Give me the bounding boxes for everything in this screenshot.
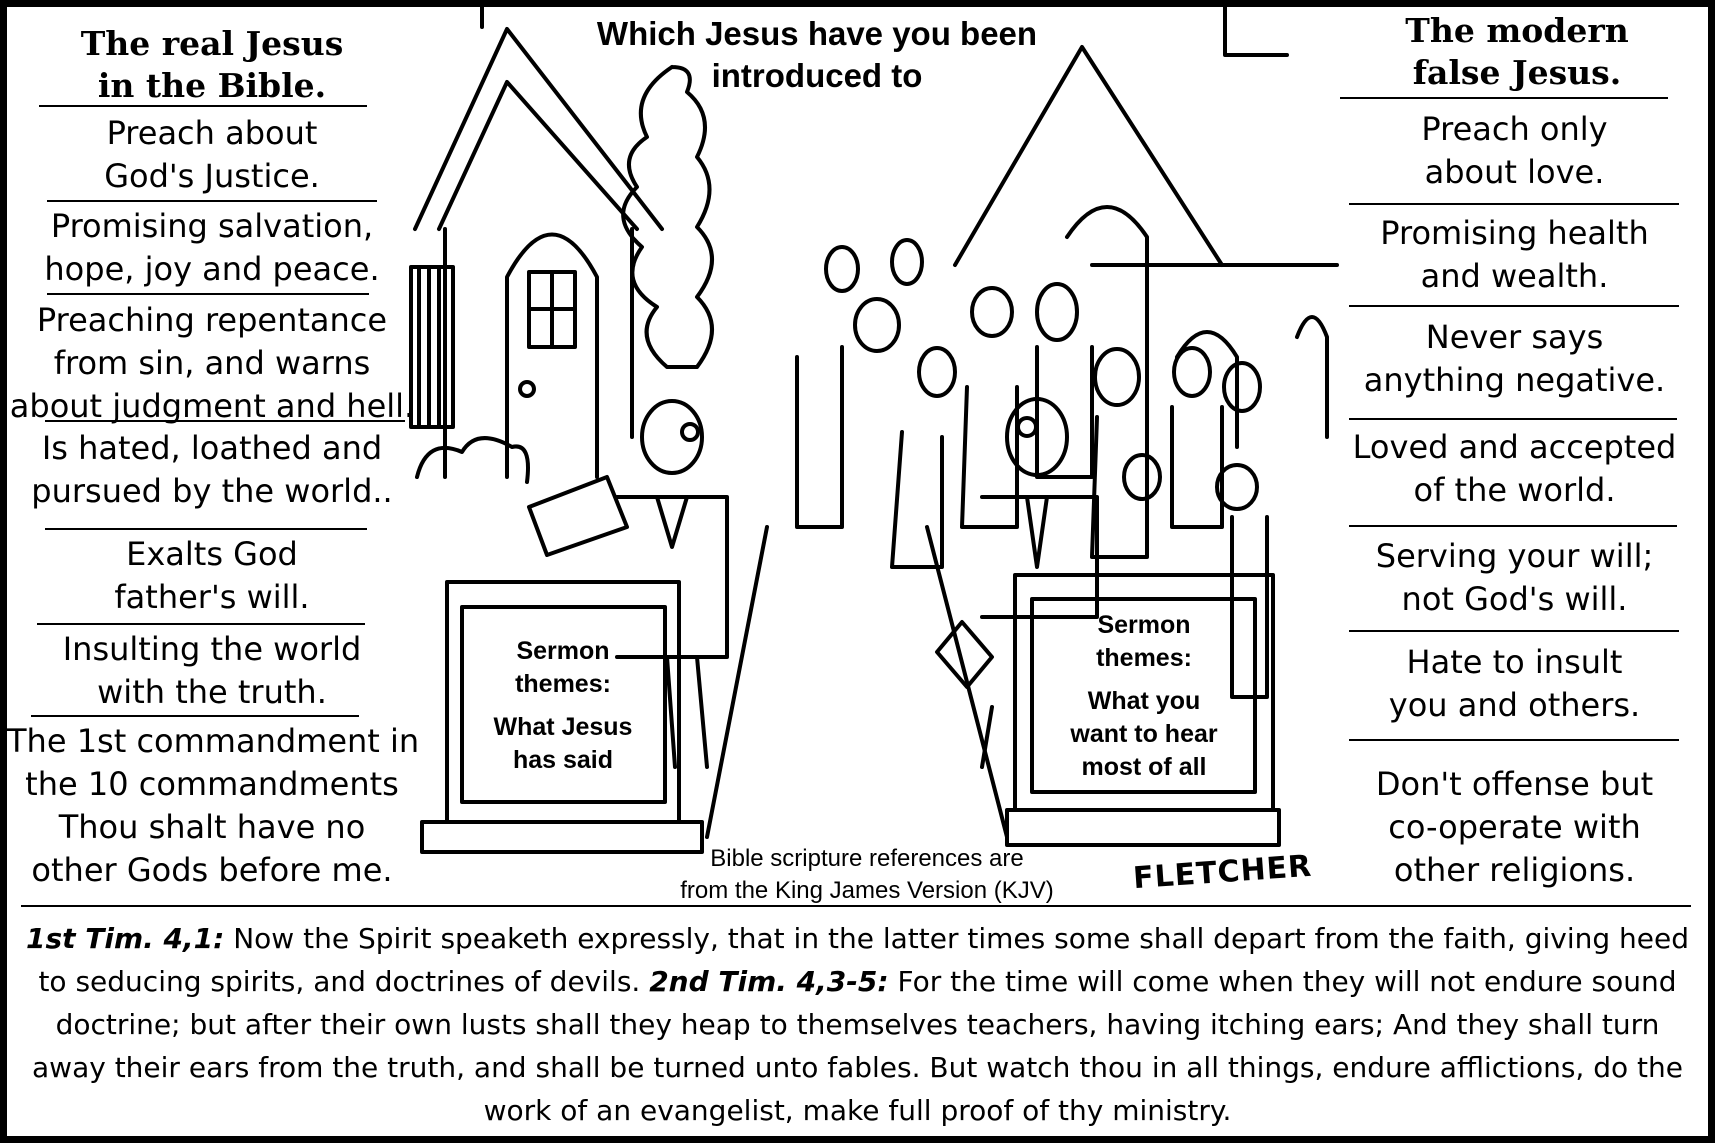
item-line: Preach about <box>106 114 318 152</box>
right-column-divider <box>1349 630 1679 632</box>
right-column-item: Promising health and wealth. <box>1332 212 1697 298</box>
item-line: from sin, and warns <box>53 344 371 382</box>
right-column-divider <box>1349 739 1679 741</box>
left-column-item: Exalts God father's will. <box>7 533 417 619</box>
left-sermon-themes: Sermon themes: What Jesus has said <box>465 635 661 777</box>
right-sermon-themes: Sermon themes: What you want to hear mos… <box>1035 609 1253 784</box>
item-line: Don't offense but <box>1375 765 1654 803</box>
left-preacher-drawing <box>615 399 729 769</box>
right-column-divider <box>1349 418 1677 420</box>
item-line: of the world. <box>1413 471 1616 509</box>
item-line: The 1st commandment in <box>7 722 420 760</box>
item-line: Preach only <box>1421 110 1608 148</box>
item-line: Is hated, loathed and <box>41 429 383 467</box>
right-column-item: Don't offense but co-operate with other re… <box>1332 763 1697 892</box>
item-line: Thou shalt have no <box>58 808 366 846</box>
left-church-drawing <box>409 7 664 557</box>
sermon-line: want to hear <box>1070 720 1218 748</box>
item-line: and wealth. <box>1420 257 1609 295</box>
left-column-item: Promising salvation, hope, joy and peace. <box>7 205 417 291</box>
sermon-line: Sermon <box>516 637 610 665</box>
item-line: Insulting the world <box>62 630 362 668</box>
left-column-divider <box>45 528 367 530</box>
scripture-divider <box>21 905 1691 907</box>
left-column-item: Preaching repentance from sin, and warns a… <box>7 299 417 428</box>
scripture-quote: 1st Tim. 4,1: Now the Spirit speaketh ex… <box>19 917 1696 1132</box>
sermon-line: has said <box>512 746 614 774</box>
kjv-note: Bible scripture references are from the … <box>607 843 1127 907</box>
sermon-line: Sermon <box>1097 611 1191 639</box>
left-pulpit-drawing <box>420 580 704 854</box>
scripture-text-2: For the time will come when they will no… <box>32 965 1683 1127</box>
item-line: not God's will. <box>1401 580 1628 618</box>
right-column-divider <box>1349 525 1677 527</box>
item-line: Hate to insult <box>1406 643 1623 681</box>
page-title: Which Jesus have you been introduced to <box>596 15 1038 94</box>
right-column-item: Preach only about love. <box>1332 108 1697 194</box>
sermon-line: themes: <box>1096 644 1192 672</box>
right-column-item: Never says anything negative. <box>1332 316 1697 402</box>
item-line: Serving your will; <box>1375 537 1654 575</box>
item-line: co-operate with <box>1388 808 1641 846</box>
left-column-item: Is hated, loathed and pursued by the worl… <box>7 427 417 513</box>
right-column-item: Serving your will; not God's will. <box>1332 535 1697 621</box>
right-column-divider <box>1349 305 1679 307</box>
left-column-divider <box>47 200 377 202</box>
left-column-divider <box>31 715 359 717</box>
item-line: Never says <box>1425 318 1604 356</box>
heading-line: The modern <box>1405 11 1629 50</box>
sermon-line: What Jesus <box>493 713 633 741</box>
item-line: about judgment and hell. <box>9 387 415 425</box>
item-line: Exalts God <box>126 535 298 573</box>
cartoon-illustration <box>409 7 1339 854</box>
tree-drawing <box>621 65 714 369</box>
kjv-note-line: Bible scripture references are <box>710 845 1024 872</box>
left-column-divider <box>37 623 365 625</box>
item-line: pursued by the world.. <box>31 472 393 510</box>
right-preacher-drawing <box>935 397 1099 769</box>
sermon-line: What you <box>1087 687 1201 715</box>
item-line: other religions. <box>1393 851 1636 889</box>
left-column-divider <box>47 293 369 295</box>
right-column-item: Hate to insult you and others. <box>1332 641 1697 727</box>
heading-line: The real Jesus <box>80 24 344 63</box>
item-line: hope, joy and peace. <box>44 250 380 288</box>
left-column-divider <box>45 420 405 422</box>
item-line: about love. <box>1424 153 1605 191</box>
left-column-item: The 1st commandment in the 10 commandment… <box>7 720 420 892</box>
path-drawing <box>705 525 1009 839</box>
item-line: other Gods before me. <box>31 851 393 889</box>
scripture-text-1: Now the Spirit speaketh expressly, that … <box>38 922 1690 998</box>
item-line: Promising salvation, <box>50 207 374 245</box>
item-line: anything negative. <box>1363 361 1666 399</box>
item-line: father's will. <box>114 578 310 616</box>
kjv-note-line: from the King James Version (KJV) <box>680 877 1054 904</box>
left-column-divider <box>39 105 367 107</box>
sermon-line: most of all <box>1081 753 1207 781</box>
item-line: Loved and accepted <box>1352 428 1677 466</box>
item-line: the 10 commandments <box>25 765 399 803</box>
right-column-item: Loved and accepted of the world. <box>1332 426 1697 512</box>
item-line: with the truth. <box>97 673 327 711</box>
item-line: Promising health <box>1380 214 1649 252</box>
heading-line: in the Bible. <box>97 66 327 105</box>
crowd-drawing <box>795 238 1269 699</box>
right-column-divider <box>1349 203 1679 205</box>
left-column-item: Insulting the world with the truth. <box>7 628 417 714</box>
scripture-ref-1: 1st Tim. 4,1: <box>25 922 225 955</box>
item-line: Preaching repentance <box>36 301 388 339</box>
item-line: you and others. <box>1388 686 1641 724</box>
item-line: God's Justice. <box>104 157 320 195</box>
right-church-drawing <box>953 7 1339 449</box>
scripture-ref-2: 2nd Tim. 4,3-5: <box>649 965 889 998</box>
right-column-divider <box>1340 97 1668 99</box>
heading-line: false Jesus. <box>1412 53 1622 92</box>
right-pulpit-drawing <box>1005 573 1281 847</box>
sermon-line: themes: <box>515 670 611 698</box>
